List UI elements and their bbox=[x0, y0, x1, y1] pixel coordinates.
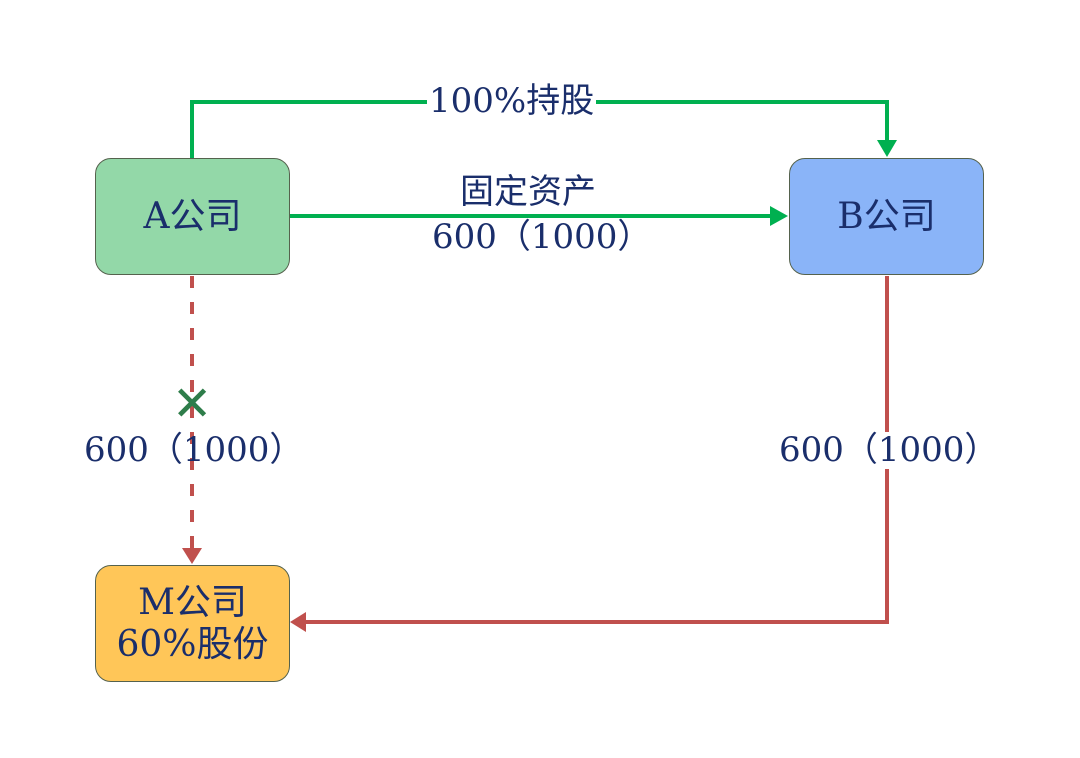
node-b-company: B公司 bbox=[789, 158, 984, 275]
a-to-m-label: 600（1000） bbox=[84, 430, 304, 470]
asset-transfer-arrowhead bbox=[770, 206, 788, 226]
node-m-company: M公司 60%股份 bbox=[95, 565, 290, 682]
b-to-m-label: 600（1000） bbox=[777, 430, 1001, 470]
ownership-arrowhead bbox=[877, 140, 897, 157]
node-a-label: A公司 bbox=[143, 195, 242, 237]
b-to-m-arrowhead bbox=[290, 612, 306, 632]
asset-transfer-label-top: 固定资产 bbox=[458, 172, 598, 212]
asset-transfer-label-bottom: 600（1000） bbox=[430, 217, 654, 257]
node-m-label-line2: 60%股份 bbox=[116, 623, 269, 665]
node-m-label-line1: M公司 bbox=[138, 582, 247, 624]
b-to-m-arrow bbox=[305, 276, 889, 624]
a-to-m-arrowhead bbox=[182, 548, 202, 564]
node-b-label: B公司 bbox=[837, 195, 936, 237]
ownership-label: 100%持股 bbox=[427, 81, 597, 121]
cross-icon: ✕ bbox=[172, 376, 213, 432]
node-a-company: A公司 bbox=[95, 158, 290, 275]
